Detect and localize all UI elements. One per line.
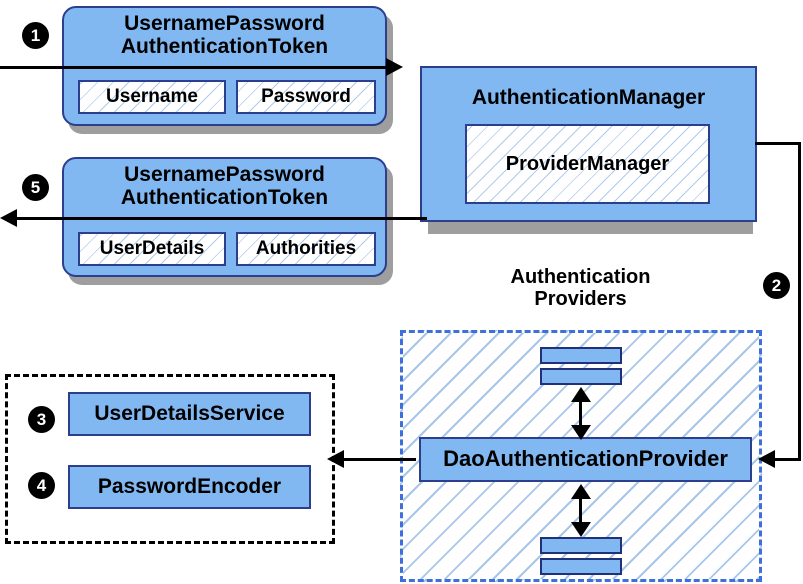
response-token-field-userdetails: UserDetails [78,232,226,266]
user-details-service-box: UserDetailsService [68,392,311,436]
step1-arrowhead [386,58,403,76]
provider-placeholder-bottom-2 [540,558,622,575]
response-token-title-line2: AuthenticationToken [120,186,329,210]
step1-incoming-line [0,66,387,69]
provider-link-top-arrow-down [571,425,591,440]
provider-link-bottom-arrow-down [571,522,591,537]
step2-arrowhead [758,450,775,468]
step2-line-top [755,142,801,145]
step-bullet-4: 4 [28,472,55,499]
request-token-title: UsernamePassword AuthenticationToken [62,12,387,58]
provider-placeholder-top-2 [540,368,622,385]
response-token-field-authorities: Authorities [236,232,376,266]
provider-link-bottom-line [579,488,582,530]
provider-placeholder-top-1 [540,347,622,364]
provider-to-services-arrowhead [327,450,344,468]
authentication-providers-caption: Authentication Providers [463,266,698,310]
authentication-providers-caption-line1: Authentication [510,266,651,288]
step-bullet-1: 1 [22,22,49,49]
step-bullet-5: 5 [22,174,49,201]
step-bullet-2: 2 [763,272,790,299]
provider-manager-box: ProviderManager [465,124,710,204]
response-token-title-line1: UsernamePassword [124,163,325,186]
request-token-title-line1: UsernamePassword [124,12,325,35]
step5-return-line [17,217,427,220]
request-token-field-password: Password [236,80,376,114]
step5-arrowhead [0,209,17,227]
authentication-providers-caption-line2: Providers [534,288,627,310]
request-token-field-username: Username [78,80,226,114]
dao-provider-box: DaoAuthenticationProvider [419,437,752,482]
provider-to-services-line [344,458,416,461]
password-encoder-box: PasswordEncoder [68,465,311,509]
step-bullet-3: 3 [28,406,55,433]
provider-placeholder-bottom-1 [540,537,622,554]
authentication-manager-title: AuthenticationManager [471,86,706,109]
provider-link-top-line [579,392,582,434]
request-token-title-line2: AuthenticationToken [120,35,329,59]
provider-link-top-arrow-up [571,387,591,402]
response-token-title: UsernamePassword AuthenticationToken [62,163,387,209]
step2-line-bottom [775,458,801,461]
step2-line-vertical [798,142,801,460]
provider-link-bottom-arrow-up [571,484,591,499]
